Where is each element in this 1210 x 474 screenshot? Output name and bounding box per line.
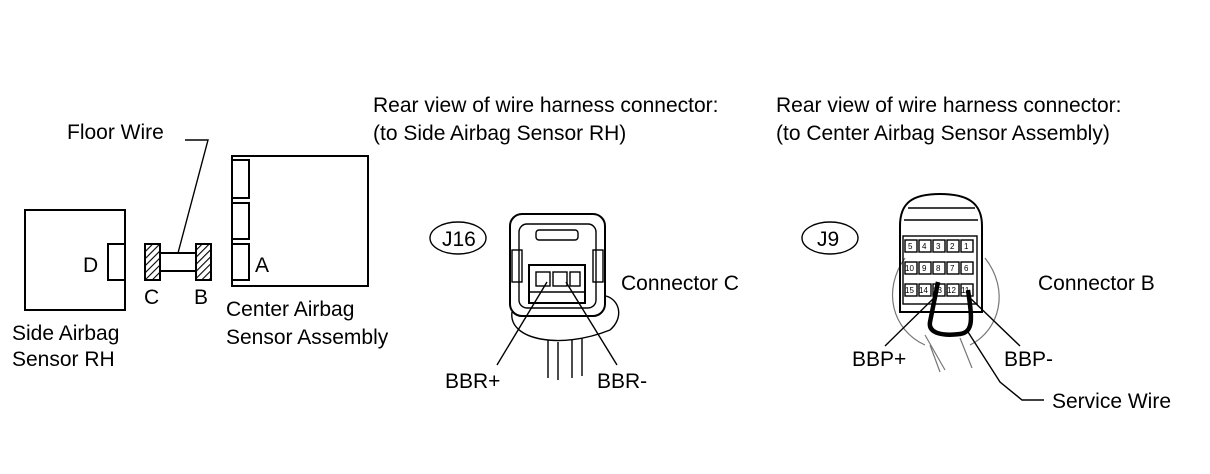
service-wire-label: Service Wire (1052, 390, 1171, 413)
svg-text:1: 1 (964, 242, 969, 251)
svg-text:9: 9 (922, 264, 927, 273)
svg-text:5: 5 (908, 242, 913, 251)
connector-d-label: D (83, 254, 98, 277)
j16-caption-line2: (to Side Airbag Sensor RH) (373, 122, 626, 145)
floor-wire-label: Floor Wire (67, 121, 164, 144)
connector-a-socket (231, 243, 250, 281)
svg-text:11: 11 (961, 286, 970, 295)
service-wire-leader (967, 331, 1044, 401)
center-assembly-label-1: Center Airbag (226, 298, 354, 321)
j16-id-badge (429, 221, 487, 255)
svg-text:12: 12 (947, 286, 956, 295)
center-assembly-label-2: Sensor Assembly (226, 326, 389, 349)
bbr-plus-leader (496, 281, 548, 366)
service-wire-loop (927, 281, 974, 337)
center-assembly-socket-top (231, 159, 250, 199)
connector-j9-view: Rear view of wire harness connector: (to… (776, 94, 1171, 413)
j16-caption-line1: Rear view of wire harness connector: (373, 94, 719, 117)
connector-c-name: Connector C (621, 272, 739, 295)
svg-text:10: 10 (905, 264, 914, 273)
j9-pin-grid: 5 4 3 2 1 10 9 8 7 6 15 14 13 12 11 (902, 235, 978, 305)
side-airbag-sensor-label-1: Side Airbag (12, 322, 119, 345)
bbr-minus-leader (565, 281, 618, 366)
bbr-minus-label: BBR- (597, 370, 647, 393)
connector-c-plug (144, 243, 161, 281)
j9-housing (899, 192, 983, 313)
j9-caption-line2: (to Center Airbag Sensor Assembly) (776, 122, 1110, 145)
j9-outline (891, 257, 1000, 346)
svg-text:7: 7 (950, 264, 955, 273)
svg-text:3: 3 (936, 242, 941, 251)
bbp-plus-label: BBP+ (852, 348, 906, 371)
bbp-minus-leader (967, 295, 1021, 347)
j9-id-badge (801, 221, 859, 255)
svg-text:6: 6 (964, 264, 969, 273)
j9-caption-line1: Rear view of wire harness connector: (776, 94, 1122, 117)
j9-pin-row-1: 5 4 3 2 1 (904, 239, 974, 253)
harness-overview: D Side Airbag Sensor RH Floor Wire C B A… (12, 121, 389, 371)
j16-housing (509, 213, 606, 317)
connector-b-plug (195, 243, 212, 281)
connector-b-name: Connector B (1038, 272, 1155, 295)
center-assembly-socket-middle (231, 202, 250, 240)
connector-a-label: A (255, 254, 269, 277)
svg-text:14: 14 (919, 286, 928, 295)
svg-text:15: 15 (905, 286, 914, 295)
svg-text:8: 8 (936, 264, 941, 273)
floor-wire-leader (177, 139, 209, 254)
center-airbag-assembly-box (231, 155, 369, 287)
bbp-plus-leader (884, 295, 937, 347)
bbp-minus-label: BBP- (1004, 348, 1053, 371)
bbr-plus-label: BBR+ (445, 370, 500, 393)
j9-pin-row-2: 10 9 8 7 6 (904, 261, 974, 275)
side-airbag-sensor-label-2: Sensor RH (12, 348, 115, 371)
connector-j16-view: Rear view of wire harness connector: (to… (373, 94, 739, 393)
side-airbag-sensor-box (24, 209, 126, 311)
floor-wire-body (159, 252, 197, 272)
j9-id-label: J9 (817, 228, 839, 251)
connector-d-socket (107, 243, 126, 281)
svg-text:4: 4 (922, 242, 927, 251)
connector-b-label: B (194, 286, 208, 309)
svg-text:2: 2 (950, 242, 955, 251)
connector-c-label: C (144, 286, 159, 309)
j16-id-label: J16 (442, 228, 476, 251)
